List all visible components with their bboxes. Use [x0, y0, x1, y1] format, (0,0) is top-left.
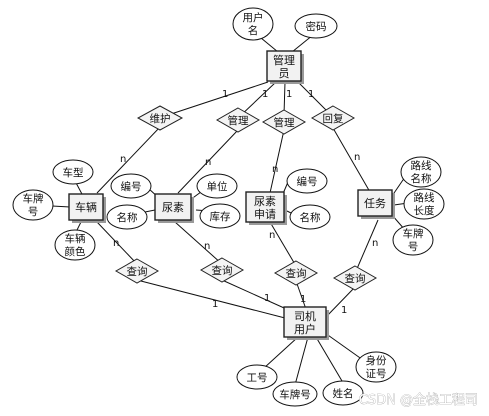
- attribute-admin-username-label-1: 用户: [243, 11, 264, 24]
- attribute-admin-password: 密码: [294, 13, 338, 39]
- relationship-query-urea: 查询: [199, 257, 245, 283]
- attribute-driver-id-card-label-2: 证号: [366, 368, 387, 380]
- cardinality-admin-manage-request: 1: [286, 89, 292, 100]
- attribute-task-plate-label-2: 号: [408, 241, 419, 253]
- entity-urea-request: 尿素 申请: [245, 191, 287, 225]
- attribute-admin-username-label-2: 名: [248, 24, 259, 37]
- relationship-query-task-label: 查询: [345, 272, 366, 285]
- attribute-task-plate: 车牌 号: [392, 224, 434, 256]
- attribute-driver-name-label: 姓名: [333, 387, 354, 400]
- cardinality-admin-maintain: 1: [222, 89, 228, 100]
- attribute-urea-stock-label: 库存: [210, 210, 231, 223]
- cardinalities: 1 1 1 1 n n n n n n n n 1 1 1 1: [113, 89, 378, 316]
- attribute-urea-stock: 库存: [199, 203, 241, 229]
- attribute-vehicle-model-label: 车型: [63, 166, 84, 179]
- attribute-driver-id-card: 身份 证号: [355, 351, 397, 383]
- cardinality-task-query: n: [372, 238, 378, 249]
- entity-urea-request-label-2: 申请: [254, 208, 276, 221]
- entity-urea-label: 尿素: [162, 201, 184, 214]
- attribute-vehicle-color-label-2: 颜色: [65, 245, 86, 258]
- relationship-manage-request: 管理: [261, 109, 307, 135]
- attribute-vehicle-plate-label-1: 车牌: [23, 192, 44, 205]
- relationship-query-vehicle: 查询: [114, 258, 160, 284]
- attribute-request-name-label: 名称: [300, 211, 321, 224]
- cardinality-request-query: n: [269, 230, 275, 241]
- relationship-manage-request-label: 管理: [274, 116, 295, 129]
- entity-task-label: 任务: [364, 197, 386, 210]
- relationship-reply: 回复: [310, 105, 356, 131]
- relationship-query-urea-label: 查询: [212, 264, 233, 277]
- attribute-task-route-name: 路线 名称: [400, 156, 442, 188]
- entity-admin-label-1: 管理: [273, 53, 295, 67]
- cardinality-query-vehicle-driver: 1: [212, 299, 218, 310]
- attribute-urea-unit: 单位: [196, 173, 238, 199]
- cardinality-vehicle-query: n: [113, 238, 119, 249]
- relationship-reply-label: 回复: [323, 112, 344, 125]
- attribute-driver-id-card-label-1: 身份: [366, 354, 387, 367]
- attribute-urea-unit-label: 单位: [207, 180, 228, 193]
- cardinality-query-request-driver: 1: [300, 294, 306, 305]
- attribute-task-route-name-label-2: 名称: [411, 172, 432, 185]
- attribute-urea-name: 名称: [106, 204, 148, 230]
- relationship-maintain-label: 维护: [150, 112, 171, 125]
- attribute-task-route-name-label-1: 路线: [411, 159, 432, 172]
- attribute-request-name: 名称: [289, 204, 331, 230]
- attribute-driver-employee-id-label: 工号: [247, 372, 268, 384]
- attribute-urea-number-label: 编号: [121, 180, 142, 193]
- cardinality-manage-urea: n: [205, 157, 211, 168]
- attribute-task-route-length: 路线 长度: [403, 188, 445, 220]
- entity-urea: 尿素: [154, 193, 194, 223]
- attribute-vehicle-plate-label-2: 号: [28, 206, 39, 218]
- relationship-maintain: 维护: [136, 105, 184, 131]
- watermark: CSDN @全栈工程司: [359, 392, 478, 408]
- cardinality-urea-query: n: [204, 241, 210, 252]
- relationship-query-request: 查询: [273, 260, 319, 286]
- attribute-vehicle-model: 车型: [52, 159, 94, 185]
- attribute-request-number-label: 编号: [297, 175, 318, 188]
- entity-vehicle: 车辆: [68, 193, 106, 223]
- cardinality-maintain-vehicle: n: [120, 154, 126, 165]
- entity-task: 任务: [357, 189, 395, 219]
- attribute-urea-name-label: 名称: [117, 211, 138, 224]
- cardinality-admin-reply: 1: [308, 89, 314, 100]
- entity-driver-label-1: 司机: [294, 309, 316, 323]
- entity-driver-label-2: 用户: [294, 322, 316, 336]
- relationship-query-request-label: 查询: [286, 267, 307, 280]
- attribute-task-route-length-label-2: 长度: [414, 204, 435, 217]
- attribute-task-route-length-label-1: 路线: [414, 191, 435, 204]
- cardinality-reply-task: n: [354, 152, 360, 163]
- cardinality-manage-request: n: [272, 164, 278, 175]
- attribute-driver-name: 姓名: [322, 380, 364, 406]
- attribute-admin-password-label: 密码: [306, 20, 327, 33]
- attribute-driver-plate-label: 车牌号: [279, 388, 311, 401]
- attribute-vehicle-color: 车辆 颜色: [54, 229, 96, 261]
- attribute-driver-plate: 车牌号: [272, 381, 318, 407]
- cardinality-query-task-driver: 1: [341, 305, 347, 316]
- attribute-vehicle-color-label-1: 车辆: [65, 232, 86, 245]
- relationship-manage-urea-label: 管理: [228, 114, 249, 127]
- relationship-query-vehicle-label: 查询: [127, 265, 148, 278]
- attribute-admin-username: 用户 名: [232, 7, 274, 41]
- cardinality-query-urea-driver: 1: [264, 293, 270, 304]
- attribute-task-plate-label-1: 车牌: [403, 227, 424, 240]
- entity-vehicle-label: 车辆: [75, 200, 97, 214]
- attribute-urea-number: 编号: [110, 173, 152, 199]
- entity-admin-label-2: 员: [279, 67, 290, 80]
- entity-urea-request-label-1: 尿素: [254, 195, 276, 208]
- relationship-query-task: 查询: [332, 265, 378, 291]
- relationship-manage-urea: 管理: [215, 107, 261, 133]
- attribute-vehicle-plate: 车牌 号: [12, 189, 54, 221]
- entity-driver: 司机 用户: [283, 306, 329, 340]
- attribute-driver-employee-id: 工号: [236, 364, 278, 390]
- cardinality-admin-manage-urea: 1: [262, 89, 268, 100]
- entity-admin: 管理 员: [266, 50, 304, 84]
- attribute-request-number: 编号: [286, 168, 328, 194]
